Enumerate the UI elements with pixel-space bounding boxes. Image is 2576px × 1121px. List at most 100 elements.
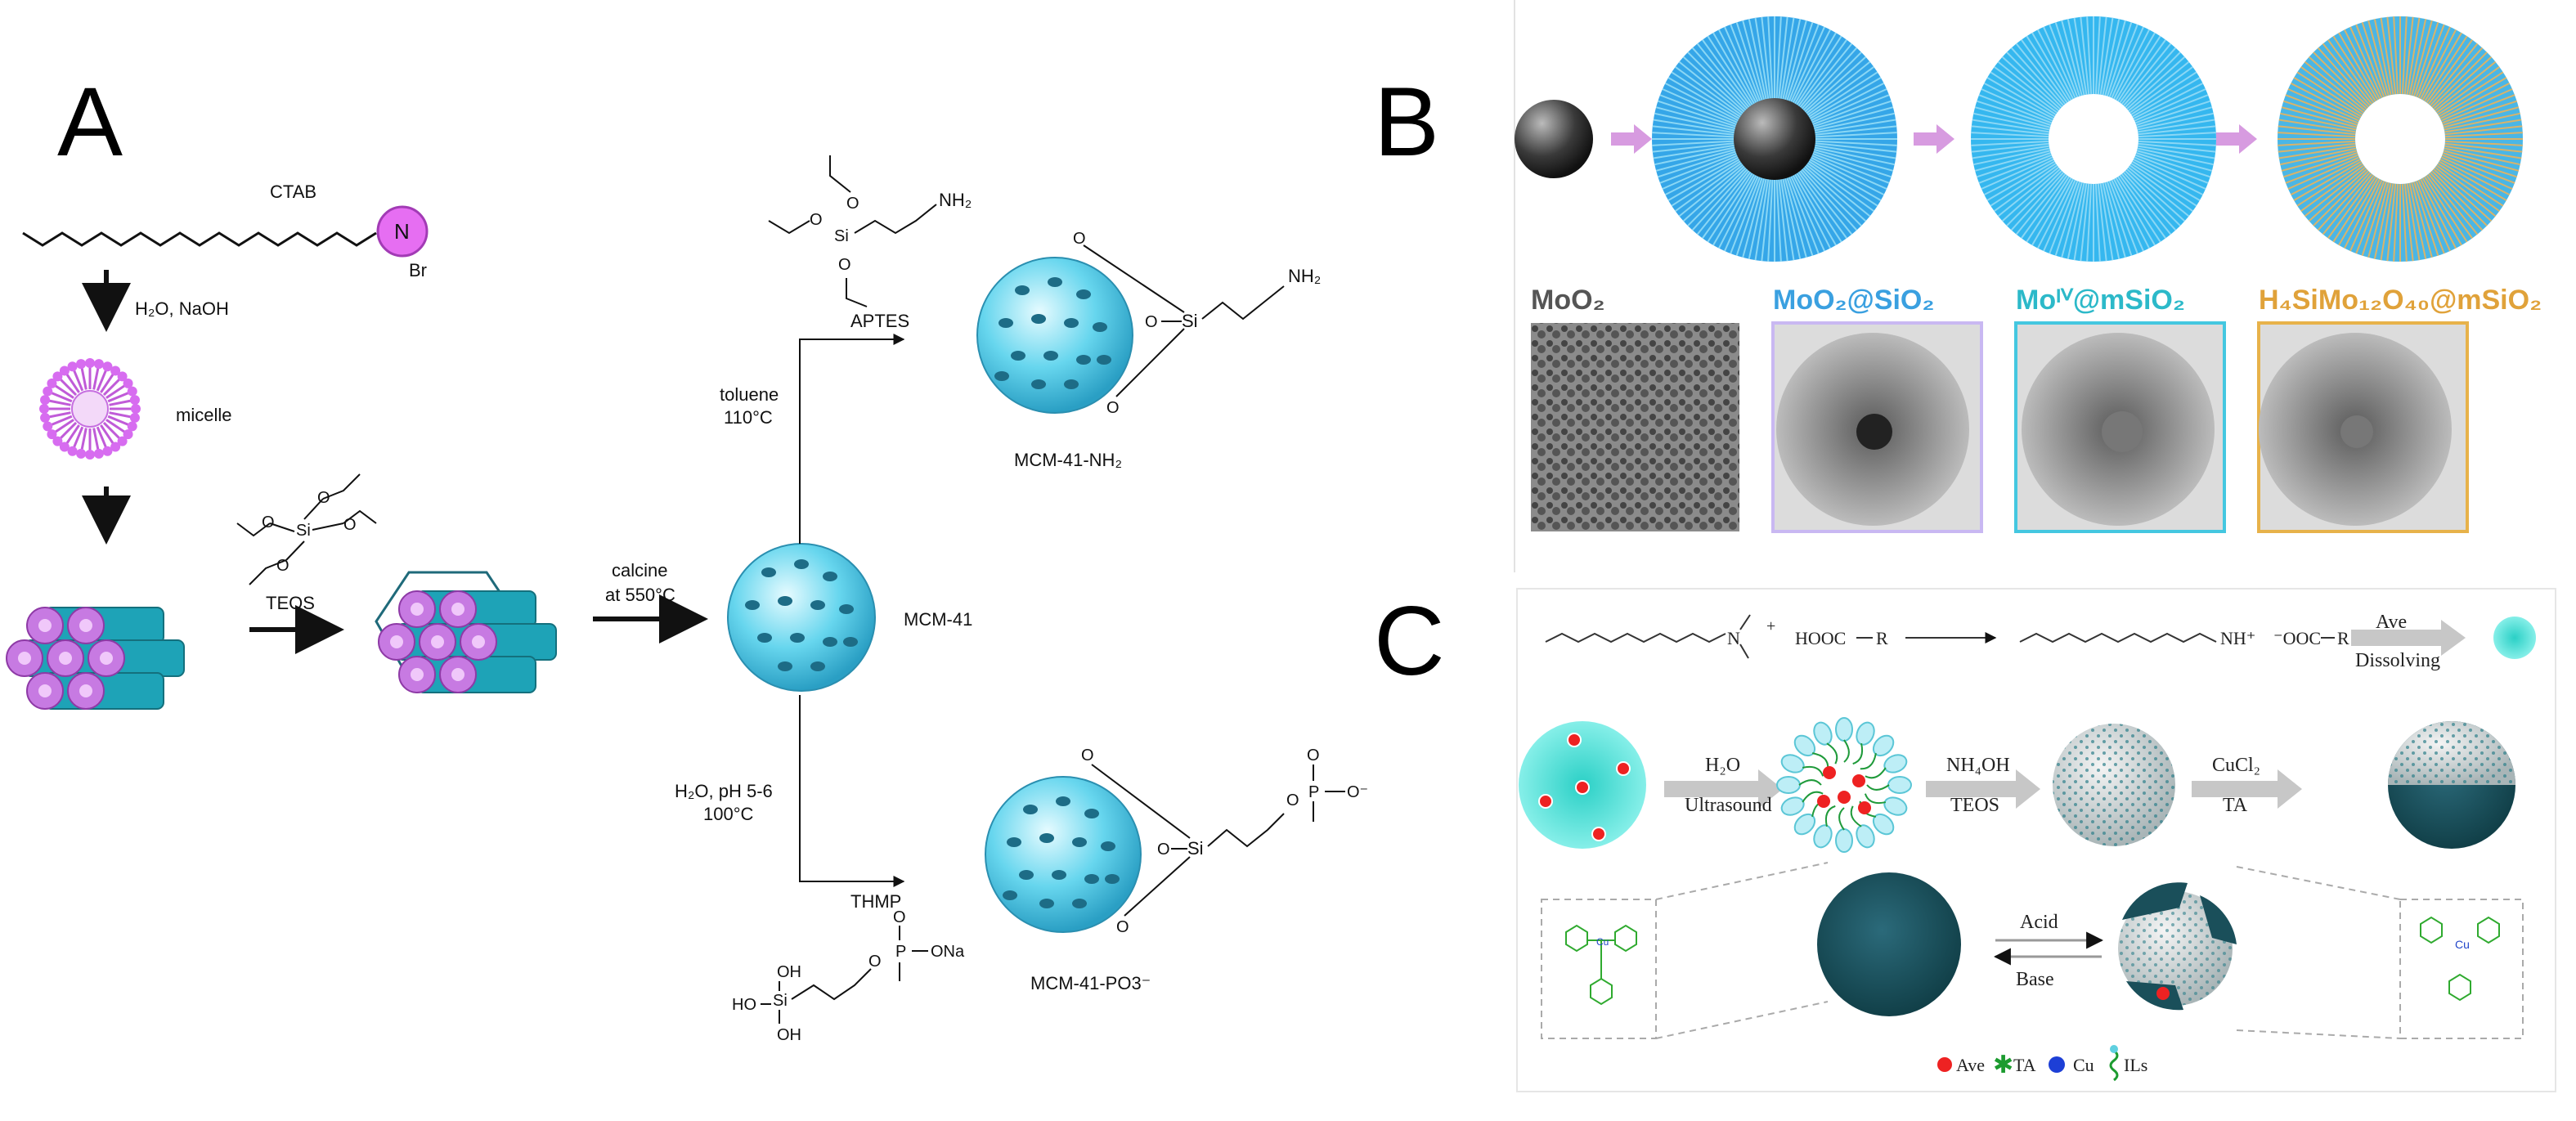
tem-image-moo2 — [1531, 323, 1739, 531]
open-capsule-icon — [2118, 882, 2237, 1011]
ctab-molecule: CTAB N Br — [22, 182, 429, 280]
legend-ils-icon — [2109, 1049, 2119, 1082]
svg-text:Ave: Ave — [2376, 612, 2407, 633]
tem-image-mo-msio2 — [2014, 321, 2226, 533]
toluene-label: toluene — [720, 384, 779, 405]
arrow-nh4oh-teos — [1926, 769, 2040, 809]
tem-label-3: Moᴵⱽ@mSiO₂ — [2016, 285, 2185, 316]
svg-text:O⁻: O⁻ — [1347, 783, 1368, 801]
svg-text:Si: Si — [1187, 838, 1204, 859]
svg-text:N: N — [1727, 628, 1740, 648]
po3-linker: O O O Si O P O O⁻ — [1081, 747, 1368, 936]
legend: Ave ✱ TA Cu ILs — [1936, 1045, 2147, 1082]
legend-ave-icon — [1936, 1056, 1954, 1074]
svg-text:R: R — [2337, 628, 2349, 648]
svg-text:+: + — [1766, 617, 1775, 635]
closed-capsule-icon — [1817, 872, 1961, 1016]
hollow-msio2-sphere-icon — [1971, 16, 2216, 262]
h2o-ph-label: H₂O, pH 5-6 — [675, 781, 773, 801]
calcine-temp-label: at 550°C — [605, 585, 675, 605]
panel-c-letter: C — [1374, 586, 1445, 696]
svg-text:O: O — [1106, 399, 1120, 417]
svg-text:O: O — [1081, 747, 1094, 765]
legend-cu: Cu — [2073, 1055, 2094, 1075]
svg-text:Si: Si — [296, 522, 311, 540]
svg-text:O: O — [1116, 918, 1129, 936]
tem-label-4: H₄SiMo₁₂O₄₀@mSiO₂ — [2259, 285, 2542, 316]
mcm41-nh2-label: MCM-41-NH₂ — [1014, 450, 1122, 470]
svg-text:O: O — [1286, 791, 1299, 809]
svg-text:O: O — [276, 557, 289, 575]
svg-text:O: O — [893, 908, 906, 926]
arrow-b2 — [1914, 124, 1954, 154]
calcine-label: calcine — [612, 560, 667, 581]
mcm41-label: MCM-41 — [904, 609, 972, 630]
ta-cu-complex-inset-left — [1541, 899, 1657, 1039]
moo2-sio2-sphere-icon — [1652, 16, 1897, 262]
tem-image-hpa-msio2 — [2257, 321, 2469, 533]
legend-ta: TA — [2013, 1055, 2036, 1075]
micelle-rods-bundle-icon — [6, 607, 185, 710]
svg-text:O: O — [1307, 747, 1320, 765]
svg-text:O: O — [868, 953, 882, 971]
hpa-msio2-sphere-icon — [2278, 16, 2523, 262]
ta-cu-complex-inset-right — [2399, 899, 2524, 1039]
moo2-core-icon — [1515, 100, 1593, 178]
svg-text:O: O — [846, 195, 859, 213]
svg-text:Acid: Acid — [2020, 912, 2058, 933]
h2o-naoh-label: H₂O, NaOH — [135, 298, 229, 319]
aptes-molecule: Si O O O NH₂ — [768, 155, 972, 307]
arrow-b3 — [2216, 124, 2257, 154]
thmp-molecule: Si OH HO OH O P O ONa — [732, 908, 965, 1044]
svg-text:NH₂: NH₂ — [939, 190, 972, 210]
svg-text:O: O — [1157, 841, 1170, 859]
n-atom-label: N — [394, 219, 410, 244]
micelle-icon — [39, 358, 141, 460]
svg-text:NH₂: NH₂ — [1288, 266, 1321, 286]
ave-il-droplet-icon — [1519, 721, 1646, 849]
micelle-label: micelle — [176, 405, 231, 425]
arrow-b1 — [1611, 124, 1652, 154]
tem-label-1: MoO₂ — [1531, 285, 1605, 316]
mcm41-nh2-sphere-icon — [976, 257, 1133, 414]
branch-down-line — [799, 695, 905, 887]
svg-text:H₂O: H₂O — [1705, 755, 1740, 776]
svg-text:O: O — [343, 516, 357, 534]
panel-a: A CTAB N Br H₂O, NaOH micelle Si — [6, 67, 1368, 1044]
teos-molecule: Si O O O O — [236, 473, 377, 585]
svg-text:O: O — [810, 211, 823, 229]
svg-text:O: O — [317, 489, 330, 507]
svg-text:O: O — [1145, 313, 1158, 331]
legend-ta-icon: ✱ — [1993, 1051, 2013, 1079]
nh2-linker: O O O Si NH₂ — [1073, 230, 1321, 417]
svg-text:O: O — [838, 256, 851, 274]
svg-text:Si: Si — [773, 992, 788, 1010]
aptes-label: APTES — [850, 311, 909, 331]
ctab-label: CTAB — [270, 182, 316, 202]
arrow-cucl2-ta — [2192, 769, 2302, 809]
ctab-headgroup-icon — [376, 205, 429, 258]
panel-b: B — [1374, 0, 2542, 572]
svg-text:P: P — [895, 943, 906, 961]
mcm41-po3-label: MCM-41-PO3⁻ — [1030, 973, 1151, 993]
svg-text:HOOC: HOOC — [1795, 628, 1846, 648]
svg-text:ONa: ONa — [931, 943, 965, 961]
legend-ils: ILs — [2124, 1055, 2147, 1075]
svg-text:NH⁺: NH⁺ — [2220, 628, 2255, 648]
svg-text:NH₄OH: NH₄OH — [1946, 755, 2010, 776]
branch-up-line — [799, 334, 905, 544]
svg-text:TEOS: TEOS — [1950, 795, 1999, 816]
svg-text:P: P — [1308, 783, 1319, 801]
ammonium-carboxylate: NH⁺ ⁻OOC R — [2019, 628, 2349, 648]
thmp-label: THMP — [850, 891, 901, 912]
silica-particle-icon — [2053, 724, 2175, 846]
coated-particle-icon — [2388, 721, 2515, 849]
svg-text:O: O — [262, 513, 275, 531]
svg-text:O: O — [1073, 230, 1086, 248]
svg-text:Ultrasound: Ultrasound — [1685, 795, 1772, 816]
amine-chain: N + HOOC R — [1545, 614, 1997, 659]
tem-image-moo2-sio2 — [1771, 321, 1983, 533]
h2o-temp-label: 100°C — [703, 804, 754, 824]
svg-text:TA: TA — [2223, 795, 2248, 816]
arrow-ave-dissolving — [2351, 620, 2466, 656]
